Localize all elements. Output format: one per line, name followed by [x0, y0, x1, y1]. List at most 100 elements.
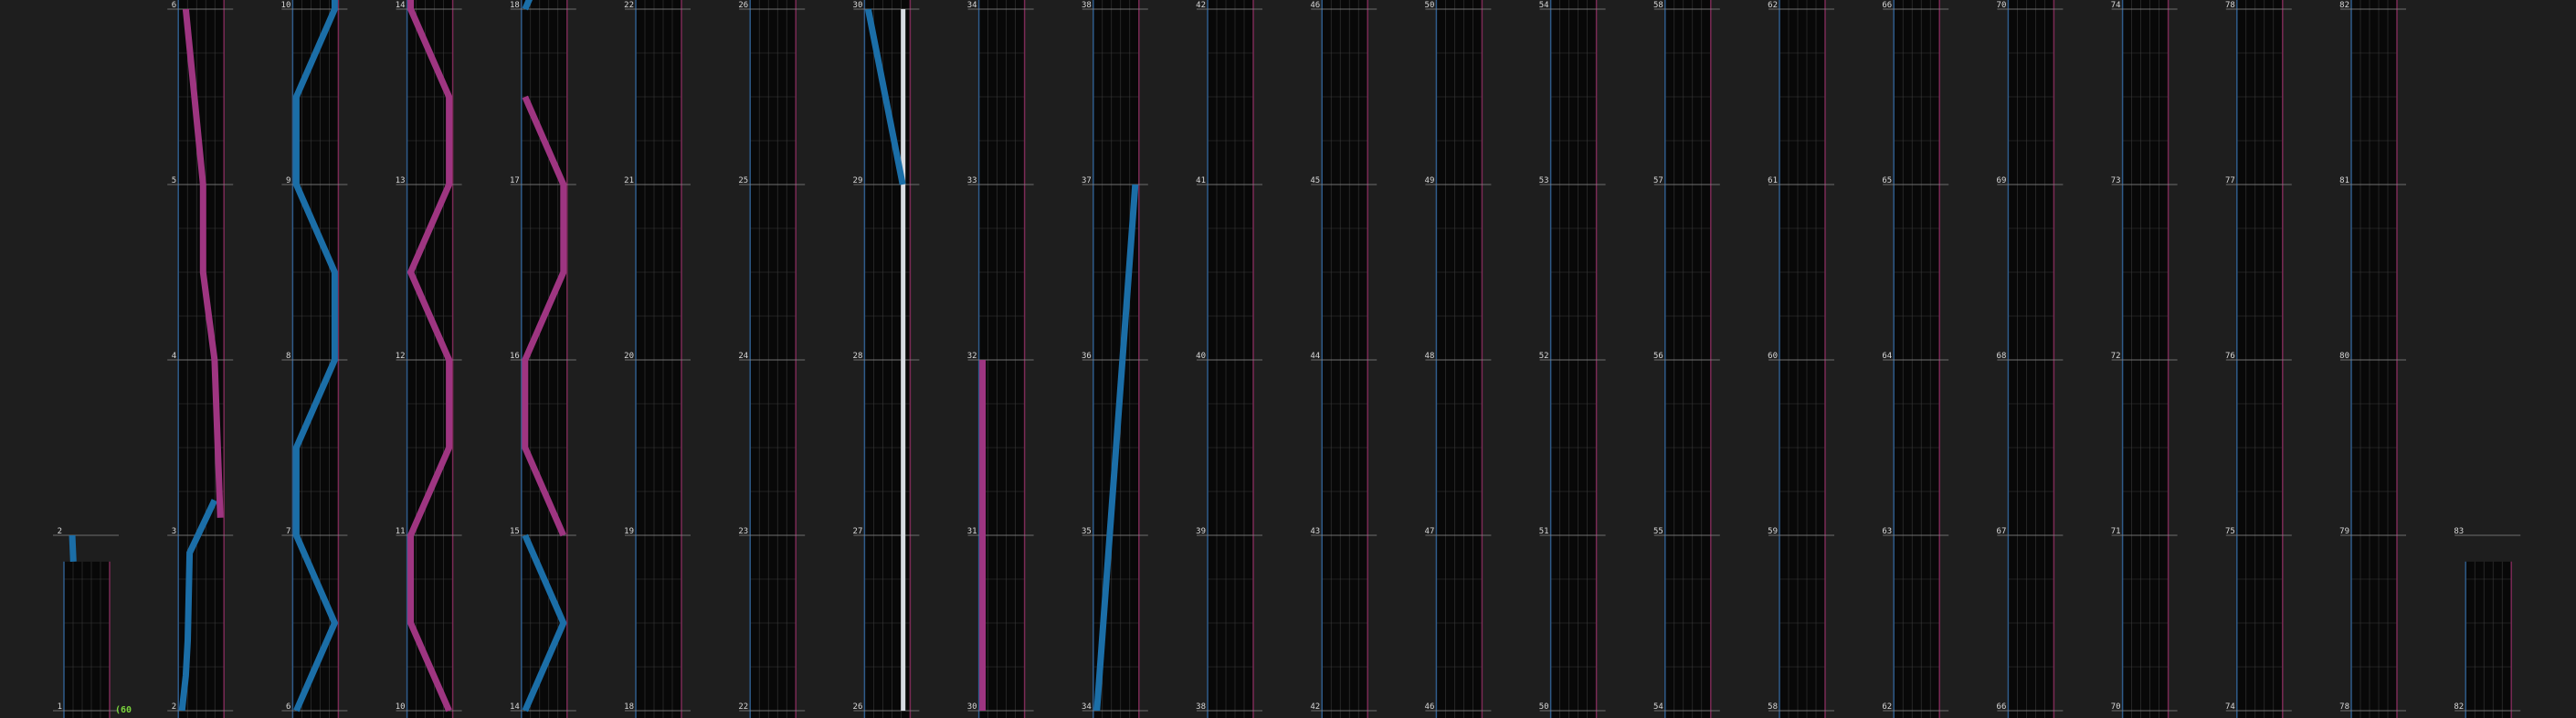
- measure-number: 68: [1997, 352, 2007, 361]
- lane-background: [750, 0, 797, 718]
- lane-background: [1550, 0, 1597, 718]
- measure-number: 25: [738, 176, 748, 185]
- lane-background: [2236, 0, 2283, 718]
- measure-number: 40: [1196, 352, 1206, 361]
- blue-slide-note: [178, 499, 218, 712]
- measure-number: 10: [281, 1, 291, 10]
- measure-number: 3: [172, 527, 176, 536]
- measure-number: 27: [853, 527, 863, 536]
- blue-slide-note: [864, 8, 906, 185]
- measure-number: 54: [1539, 1, 1549, 10]
- measure-number: 38: [1196, 702, 1206, 712]
- lane-background: [292, 0, 339, 718]
- measure-number: 48: [1425, 352, 1435, 361]
- magenta-slide-note: [182, 8, 224, 518]
- measure-number: 77: [2225, 176, 2235, 185]
- measure-number: 14: [396, 1, 406, 10]
- lane-background: [64, 561, 110, 718]
- measure-number: 62: [1768, 1, 1778, 10]
- measure-number: 51: [1539, 527, 1549, 536]
- measure-number: 23: [738, 527, 748, 536]
- measure-number: 54: [1653, 702, 1663, 712]
- measure-number: 41: [1196, 176, 1206, 185]
- measure-number: 82: [2339, 1, 2349, 10]
- measure-number: 13: [396, 176, 406, 185]
- measure-number: 52: [1539, 352, 1549, 361]
- blue-slide-note: [292, 0, 339, 713]
- measure-number: 10: [396, 702, 406, 712]
- measure-number: 18: [510, 1, 520, 10]
- lane-background: [1208, 0, 1253, 718]
- measure-number: 18: [624, 702, 634, 712]
- measure-number: 82: [2454, 702, 2464, 712]
- white-hold-note: [901, 9, 906, 711]
- measure-number: 65: [1882, 176, 1892, 185]
- measure-number: 19: [624, 527, 634, 536]
- lane-background: [2122, 0, 2169, 718]
- measure-number: 4: [172, 352, 176, 361]
- measure-number: 24: [738, 352, 748, 361]
- magenta-slide-note: [522, 95, 567, 537]
- measure-number: 34: [967, 1, 977, 10]
- measure-number: 63: [1882, 527, 1892, 536]
- measure-number: 58: [1768, 702, 1778, 712]
- measure-number: 46: [1310, 1, 1320, 10]
- blue-slide-note: [522, 533, 567, 713]
- lane-background: [2008, 0, 2054, 718]
- measure-number: 6: [172, 1, 176, 10]
- measure-number: 14: [510, 702, 520, 712]
- measure-number: 55: [1653, 527, 1663, 536]
- measure-number: 46: [1425, 702, 1435, 712]
- measure-number: 74: [2225, 702, 2235, 712]
- measure-number: 74: [2111, 1, 2121, 10]
- measure-number: 38: [1082, 1, 1092, 10]
- measure-number: 31: [967, 527, 977, 536]
- measure-number: 30: [967, 702, 977, 712]
- measure-number: 81: [2339, 176, 2349, 185]
- lane-background: [2351, 0, 2397, 718]
- measure-number: 66: [1882, 1, 1892, 10]
- measure-number: 64: [1882, 352, 1892, 361]
- measure-number: 16: [510, 352, 520, 361]
- blue-slide-note: [69, 534, 77, 562]
- measure-number: 78: [2339, 702, 2349, 712]
- measure-number: 83: [2454, 527, 2464, 536]
- lane-background: [1436, 0, 1483, 718]
- measure-number: 33: [967, 176, 977, 185]
- measure-number: 69: [1997, 176, 2007, 185]
- measure-number: 35: [1082, 527, 1092, 536]
- measure-number: 47: [1425, 527, 1435, 536]
- measure-number: 76: [2225, 352, 2235, 361]
- measure-number: 70: [2111, 702, 2121, 712]
- measure-number: 26: [853, 702, 863, 712]
- measure-number: 70: [1997, 1, 2007, 10]
- magenta-slide-note: [406, 0, 453, 713]
- measure-number: 53: [1539, 176, 1549, 185]
- measure-number: 50: [1425, 1, 1435, 10]
- measure-number: 43: [1310, 527, 1320, 536]
- measure-number: 5: [172, 176, 176, 185]
- lane-background: [978, 0, 1025, 718]
- measure-number: 71: [2111, 527, 2121, 536]
- measure-number: 66: [1997, 702, 2007, 712]
- measure-number: 9: [286, 176, 290, 185]
- measure-number: 44: [1310, 352, 1320, 361]
- lane-background: [521, 0, 567, 718]
- measure-number: 56: [1653, 352, 1663, 361]
- measure-number: 39: [1196, 527, 1206, 536]
- measure-number: 49: [1425, 176, 1435, 185]
- measure-number: 80: [2339, 352, 2349, 361]
- measure-number: 22: [624, 1, 634, 10]
- measure-number: 78: [2225, 1, 2235, 10]
- measure-number: 20: [624, 352, 634, 361]
- blue-slide-note: [1093, 184, 1139, 712]
- lane-background: [406, 0, 453, 718]
- measure-number: 50: [1539, 702, 1549, 712]
- measure-number: 29: [853, 176, 863, 185]
- measure-number: 28: [853, 352, 863, 361]
- measure-number: 57: [1653, 176, 1663, 185]
- measure-number: 21: [624, 176, 634, 185]
- measure-number: 32: [967, 352, 977, 361]
- measure-number: 60: [1768, 352, 1778, 361]
- lane-background: [1093, 0, 1139, 718]
